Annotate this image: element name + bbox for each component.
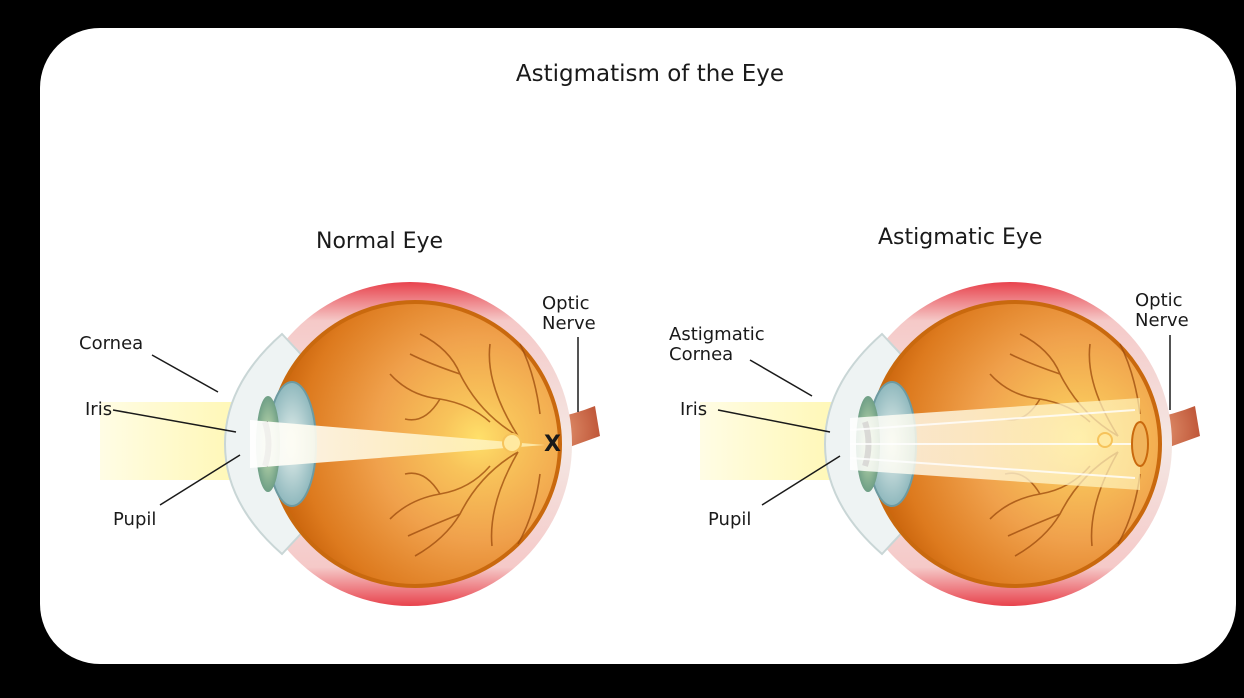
astigmatic-pupil-label: Pupil — [708, 510, 751, 530]
normal-focal-point-mark: X — [544, 432, 561, 457]
normal-cornea-label: Cornea — [79, 334, 143, 354]
normal-eye — [100, 282, 600, 606]
normal-optic-label-2: Nerve — [542, 314, 596, 334]
normal-optic-label-1: Optic — [542, 294, 590, 314]
astigmatic-optic-label-1: Optic — [1135, 291, 1183, 311]
astigmatic-eye-heading: Astigmatic Eye — [878, 225, 1042, 250]
astigmatic-optic-label-2: Nerve — [1135, 311, 1189, 331]
astigmatic-iris-label: Iris — [680, 400, 707, 420]
normal-iris-label: Iris — [85, 400, 112, 420]
normal-eye-heading: Normal Eye — [316, 229, 443, 254]
astigmatic-cornea-label-1: Astigmatic — [669, 325, 765, 345]
diagram-title: Astigmatism of the Eye — [0, 61, 1244, 87]
astigmatic-cornea-label-2: Cornea — [669, 345, 733, 365]
normal-pupil-label: Pupil — [113, 510, 156, 530]
astigmatic-incoming-light — [700, 402, 845, 480]
astigmatic-eye — [700, 282, 1200, 606]
normal-incoming-light — [100, 402, 245, 480]
